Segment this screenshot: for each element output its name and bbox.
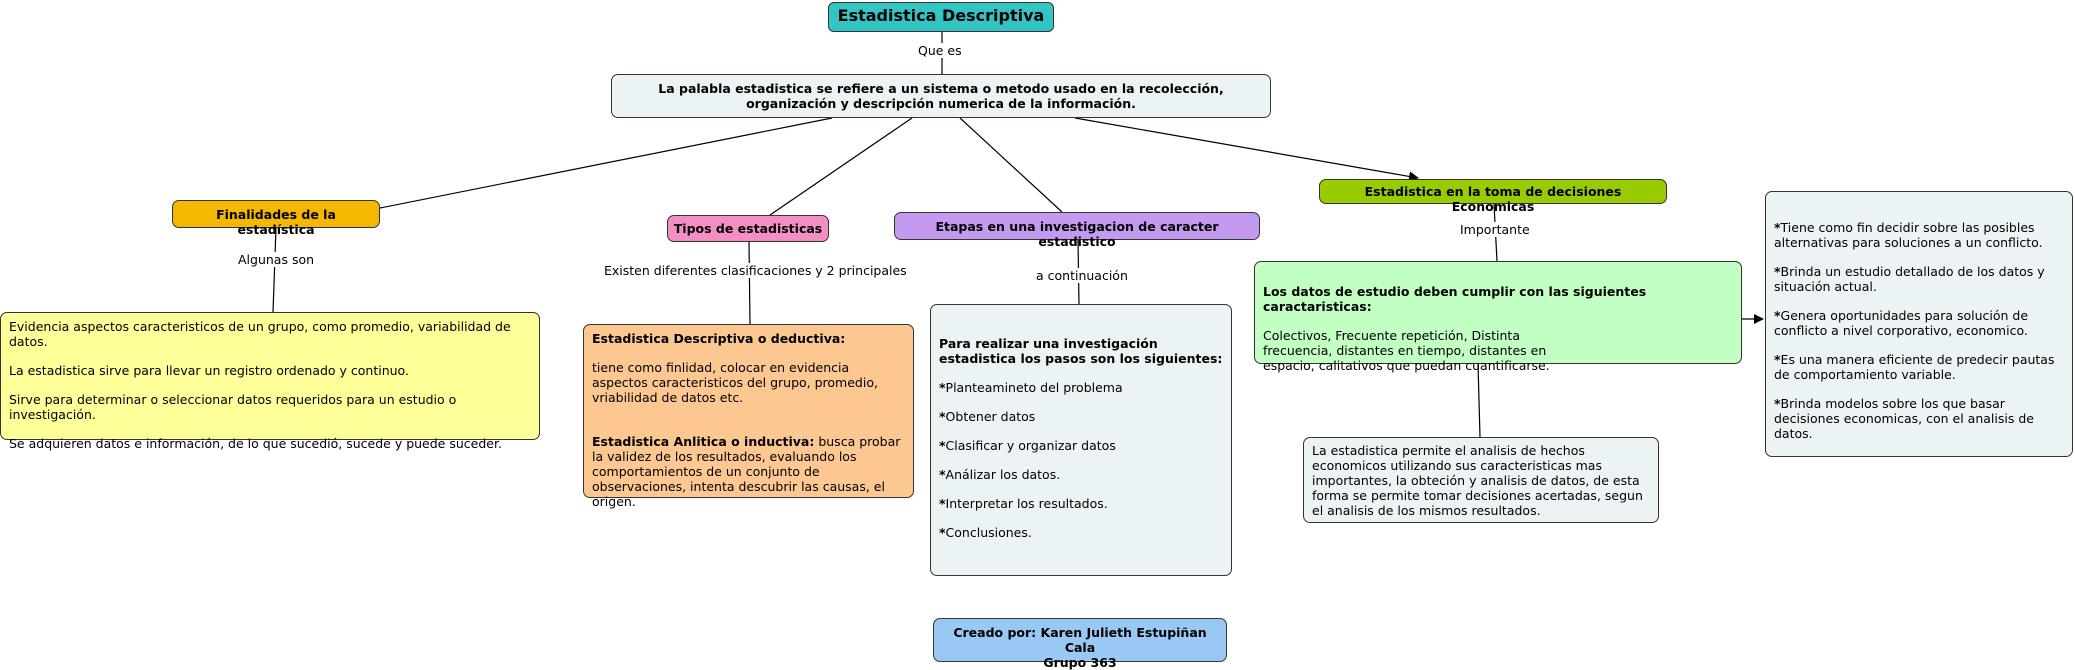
finalidades-item-4: Se adquieren datos e información, de lo … bbox=[9, 436, 502, 451]
link-definition-etapas bbox=[959, 117, 1063, 213]
etapas-heading: Etapas en una investigacion de caracter … bbox=[935, 219, 1219, 249]
link-label-que-es: Que es bbox=[915, 43, 965, 58]
link-caracteristicas-analisis bbox=[1477, 363, 1481, 438]
descriptiva-title: Estadistica Descriptiva o deductiva: bbox=[592, 331, 846, 346]
etapas-intro: Para realizar una investigación estadist… bbox=[939, 336, 1223, 366]
decisiones-node[interactable]: Estadistica en la toma de decisiones Eco… bbox=[1319, 179, 1667, 214]
finalidades-heading: Finalidades de la estadística bbox=[216, 207, 336, 237]
link-definition-tipos bbox=[769, 117, 913, 216]
finalidades-box[interactable]: Evidencia aspectos caracteristicos de un… bbox=[0, 312, 540, 451]
link-finalidades-box bbox=[272, 227, 277, 313]
etapas-step-4: Análizar los datos. bbox=[945, 467, 1061, 482]
link-definition-decisiones bbox=[1074, 117, 1419, 182]
title-text: Estadistica Descriptiva bbox=[837, 6, 1045, 25]
finalidades-item-2: La estadistica sirve para llevar un regi… bbox=[9, 363, 409, 378]
title-node[interactable]: Estadistica Descriptiva bbox=[828, 2, 1054, 32]
link-tipos-box bbox=[748, 241, 751, 325]
link-label-a-continuacion: a continuación bbox=[1033, 268, 1131, 283]
decisiones-heading: Estadistica en la toma de decisiones Eco… bbox=[1364, 184, 1622, 214]
etapas-box[interactable]: Para realizar una investigación estadist… bbox=[930, 304, 1232, 576]
etapas-step-3: Clasificar y organizar datos bbox=[945, 438, 1116, 453]
finalidades-item-1: Evidencia aspectos caracteristicos de un… bbox=[9, 319, 511, 349]
analisis-text: La estadistica permite el analisis de he… bbox=[1312, 443, 1643, 518]
etapas-step-5: Interpretar los resultados. bbox=[945, 496, 1108, 511]
finalidades-node[interactable]: Finalidades de la estadística bbox=[172, 200, 380, 237]
etapas-step-2: Obtener datos bbox=[945, 409, 1036, 424]
beneficio-1: Tiene como fin decidir sobre las posible… bbox=[1774, 220, 2043, 250]
tipos-heading: Tipos de estadisticas bbox=[673, 221, 823, 236]
beneficio-5: Brinda modelos sobre los que basar decis… bbox=[1774, 396, 2034, 441]
credits-node[interactable]: Creado por: Karen Julieth Estupiñan Cala… bbox=[933, 618, 1227, 670]
etapas-step-1: Planteamineto del problema bbox=[945, 380, 1123, 395]
beneficios-box[interactable]: *Tiene como fin decidir sobre las posibl… bbox=[1765, 191, 2073, 457]
beneficio-4: Es una manera eficiente de predecir paut… bbox=[1774, 352, 2055, 382]
analisis-box[interactable]: La estadistica permite el analisis de he… bbox=[1303, 437, 1659, 523]
beneficio-2: Brinda un estudio detallado de los datos… bbox=[1774, 264, 2045, 294]
tipos-node[interactable]: Tipos de estadisticas bbox=[667, 215, 829, 242]
caracteristicas-box[interactable]: Los datos de estudio deben cumplir con l… bbox=[1254, 261, 1742, 373]
link-label-algunas-son: Algunas son bbox=[235, 252, 318, 267]
analitica-title: Estadistica Anlitica o inductiva: bbox=[592, 434, 815, 449]
finalidades-item-3: Sirve para determinar o seleccionar dato… bbox=[9, 392, 457, 422]
definition-text: La palabla estadistica se refiere a un s… bbox=[658, 81, 1224, 111]
beneficio-3: Genera oportunidades para solución de co… bbox=[1774, 308, 2029, 338]
link-label-clasificaciones: Existen diferentes clasificaciones y 2 p… bbox=[601, 263, 910, 278]
link-label-importante: Importante bbox=[1457, 222, 1533, 237]
credits-line-1: Creado por: Karen Julieth Estupiñan Cala bbox=[953, 625, 1207, 655]
etapas-node[interactable]: Etapas en una investigacion de caracter … bbox=[894, 212, 1260, 249]
analitica-text: busca probar la validez de los resultado… bbox=[592, 434, 901, 509]
etapas-step-6: Conclusiones. bbox=[945, 525, 1032, 540]
caracteristicas-text: Colectivos, Frecuente repetición, Distin… bbox=[1263, 328, 1550, 373]
definition-node[interactable]: La palabla estadistica se refiere a un s… bbox=[611, 74, 1271, 118]
tipos-box[interactable]: Estadistica Descriptiva o deductiva: tie… bbox=[583, 324, 914, 509]
caracteristicas-title: Los datos de estudio deben cumplir con l… bbox=[1263, 284, 1647, 314]
descriptiva-text: tiene como finlidad, colocar en evidenci… bbox=[592, 360, 878, 405]
link-definition-finalidades bbox=[379, 117, 833, 209]
